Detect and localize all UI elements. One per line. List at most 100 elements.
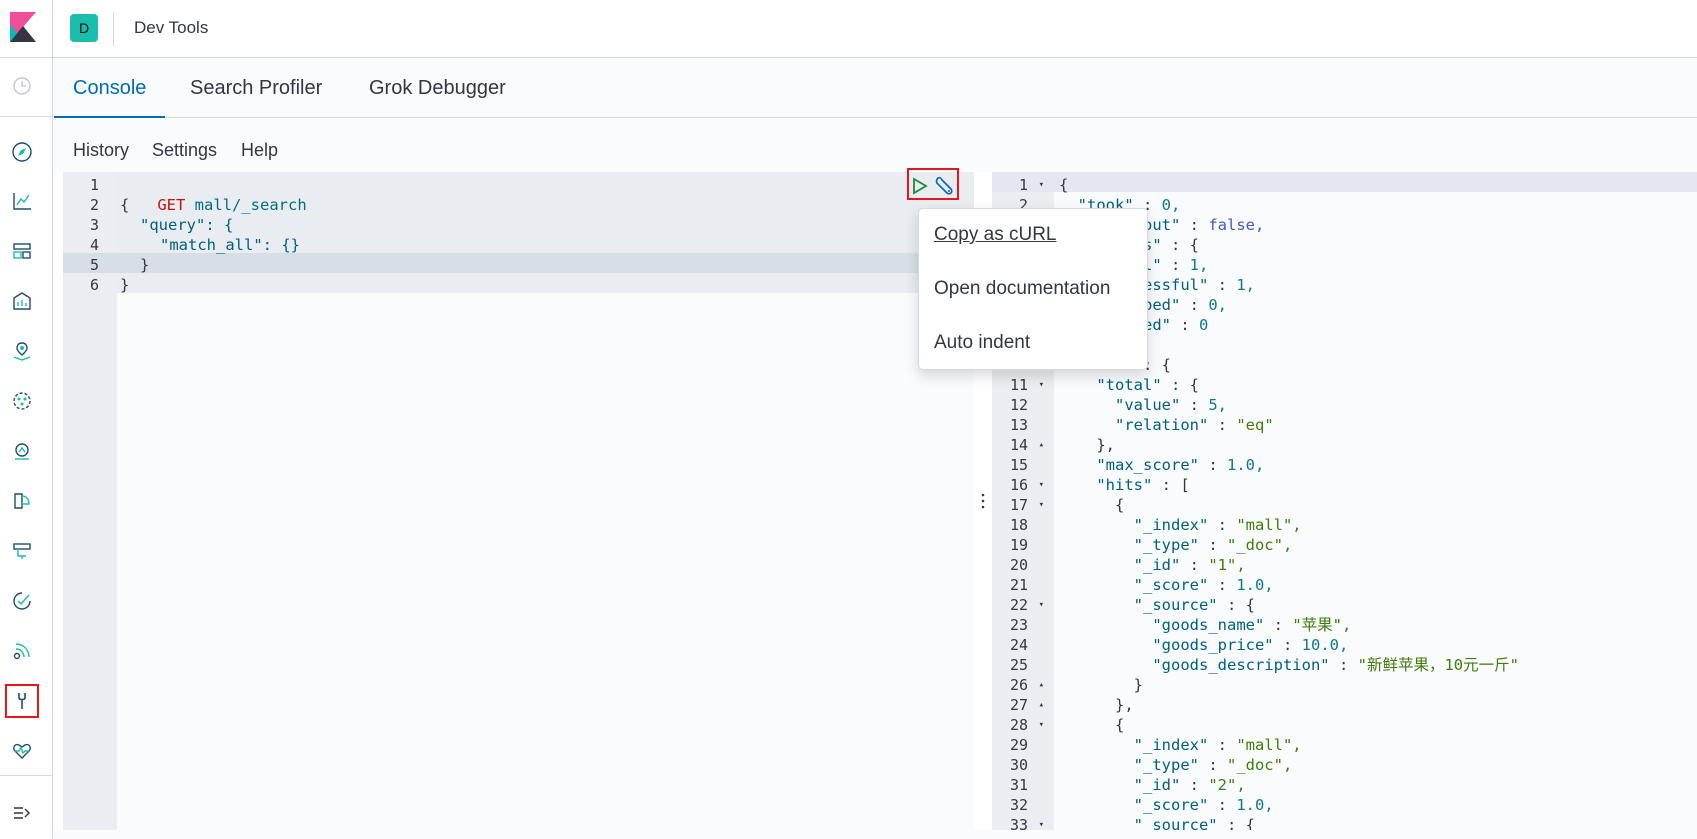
line-number: 23: [1009, 616, 1028, 634]
response-line: "_type" : "_doc",: [1133, 756, 1293, 774]
response-line: "goods_name" : "苹果",: [1152, 616, 1352, 634]
drag-handle-icon[interactable]: [981, 493, 985, 509]
side-nav: [0, 58, 53, 839]
space-avatar[interactable]: D: [70, 14, 98, 42]
header-divider: [113, 12, 114, 46]
fold-toggle-icon[interactable]: ▴: [1038, 440, 1044, 450]
fold-toggle-icon[interactable]: ▾: [1038, 600, 1044, 610]
logs-icon[interactable]: [9, 538, 35, 564]
request-context-menu: Copy as cURL Open documentation Auto ind…: [918, 208, 1148, 370]
line-number: 17: [1009, 496, 1028, 514]
fold-toggle-icon[interactable]: ▴: [1038, 680, 1044, 690]
visualize-icon[interactable]: [9, 188, 35, 214]
response-line: "_id" : "2",: [1133, 776, 1246, 794]
line-number: 19: [1009, 536, 1028, 554]
ml-icon[interactable]: [9, 388, 35, 414]
line-number: 31: [1009, 776, 1028, 794]
response-active-line: [992, 172, 1697, 192]
line-number: 24: [1009, 636, 1028, 654]
fold-toggle-icon[interactable]: ▾: [1038, 720, 1044, 730]
line-number: 12: [1009, 396, 1028, 414]
response-line: "goods_description" : "新鲜苹果，10元一斤": [1152, 656, 1519, 674]
line-number: 21: [1009, 576, 1028, 594]
siem-icon[interactable]: [9, 488, 35, 514]
line-number: 15: [1009, 456, 1028, 474]
history-link[interactable]: History: [73, 140, 130, 160]
fold-toggle-icon[interactable]: ▾: [1038, 380, 1044, 390]
request-method: GET: [157, 196, 186, 214]
play-icon[interactable]: [912, 177, 928, 195]
copy-as-curl-item[interactable]: Copy as cURL: [934, 224, 1057, 245]
wrench-icon[interactable]: [933, 174, 955, 196]
collapse-icon[interactable]: [9, 800, 35, 826]
auto-indent-item[interactable]: Auto indent: [934, 332, 1031, 353]
response-line: },: [1059, 696, 1134, 714]
line-number: 2: [89, 196, 99, 214]
fold-toggle-icon[interactable]: ▾: [1038, 480, 1044, 490]
response-line: "_source" : {: [1133, 596, 1255, 614]
tab-grok-debugger[interactable]: Grok Debugger: [369, 77, 506, 99]
response-line: },: [1059, 436, 1115, 454]
request-line: }: [120, 276, 130, 294]
line-number: 2: [1018, 196, 1028, 214]
fold-toggle-icon[interactable]: ▾: [1038, 180, 1044, 190]
response-line: {: [1059, 496, 1125, 514]
response-line: "_index" : "mall",: [1133, 516, 1302, 534]
fold-toggle-icon[interactable]: ▾: [1038, 820, 1044, 830]
line-number: 22: [1009, 596, 1028, 614]
monitoring-icon[interactable]: [9, 738, 35, 764]
request-line: "query": {: [140, 216, 234, 234]
line-number: 1: [1018, 176, 1028, 194]
line-number: 26: [1009, 676, 1028, 694]
response-line: {: [1059, 176, 1069, 194]
request-url: mall/_search: [194, 196, 307, 214]
line-number: 5: [89, 256, 99, 274]
line-number: 13: [1009, 416, 1028, 434]
app-title: Dev Tools: [134, 18, 209, 37]
request-line: {: [120, 196, 130, 214]
settings-link[interactable]: Settings: [152, 140, 218, 160]
fold-toggle-icon[interactable]: ▴: [1038, 700, 1044, 710]
apm-icon[interactable]: [9, 438, 35, 464]
devtools-icon[interactable]: [5, 684, 39, 718]
fold-toggle-icon[interactable]: ▾: [1038, 500, 1044, 510]
line-number: 32: [1009, 796, 1028, 814]
active-line: [63, 253, 974, 273]
line-number: 11: [1009, 376, 1028, 394]
request-actions-highlight: [907, 168, 959, 200]
kibana-logo-icon[interactable]: [10, 12, 36, 42]
request-line: "match_all": {}: [160, 236, 300, 254]
request-editor[interactable]: 1 2 3 4 5 6 GET mall/_search { "query": …: [63, 172, 974, 830]
observability-icon[interactable]: [9, 638, 35, 664]
dashboard-icon[interactable]: [9, 238, 35, 264]
line-number: 28: [1009, 716, 1028, 734]
console-menu: History Settings Help: [54, 119, 1697, 172]
response-line: {: [1059, 716, 1125, 734]
nav-divider: [0, 116, 53, 117]
line-number: 33: [1009, 816, 1028, 830]
devtools-tabs: Console Search Profiler Grok Debugger: [54, 58, 1697, 118]
maps-icon[interactable]: [9, 338, 35, 364]
response-line: "_score" : 1.0,: [1133, 796, 1274, 814]
tab-console[interactable]: Console: [54, 58, 166, 118]
uptime-icon[interactable]: [9, 588, 35, 614]
response-line: "value" : 5,: [1115, 396, 1227, 414]
response-line: "total" : {: [1096, 376, 1199, 394]
clock-icon[interactable]: [9, 73, 35, 99]
tab-search-profiler[interactable]: Search Profiler: [190, 77, 323, 99]
response-line: "_type" : "_doc",: [1133, 536, 1293, 554]
line-number: 1: [89, 176, 99, 194]
line-number: 25: [1009, 656, 1028, 674]
nav-divider: [0, 775, 53, 776]
line-number: 4: [89, 236, 99, 254]
response-line: "relation" : "eq": [1115, 416, 1274, 434]
compass-icon[interactable]: [9, 139, 35, 165]
open-documentation-item[interactable]: Open documentation: [934, 278, 1111, 299]
help-link[interactable]: Help: [241, 140, 279, 160]
canvas-icon[interactable]: [9, 288, 35, 314]
request-line: }: [140, 256, 150, 274]
request-gutter: [63, 172, 117, 830]
editor-background: [117, 293, 974, 830]
line-number: 20: [1009, 556, 1028, 574]
request-line: GET mall/_search: [120, 175, 306, 214]
